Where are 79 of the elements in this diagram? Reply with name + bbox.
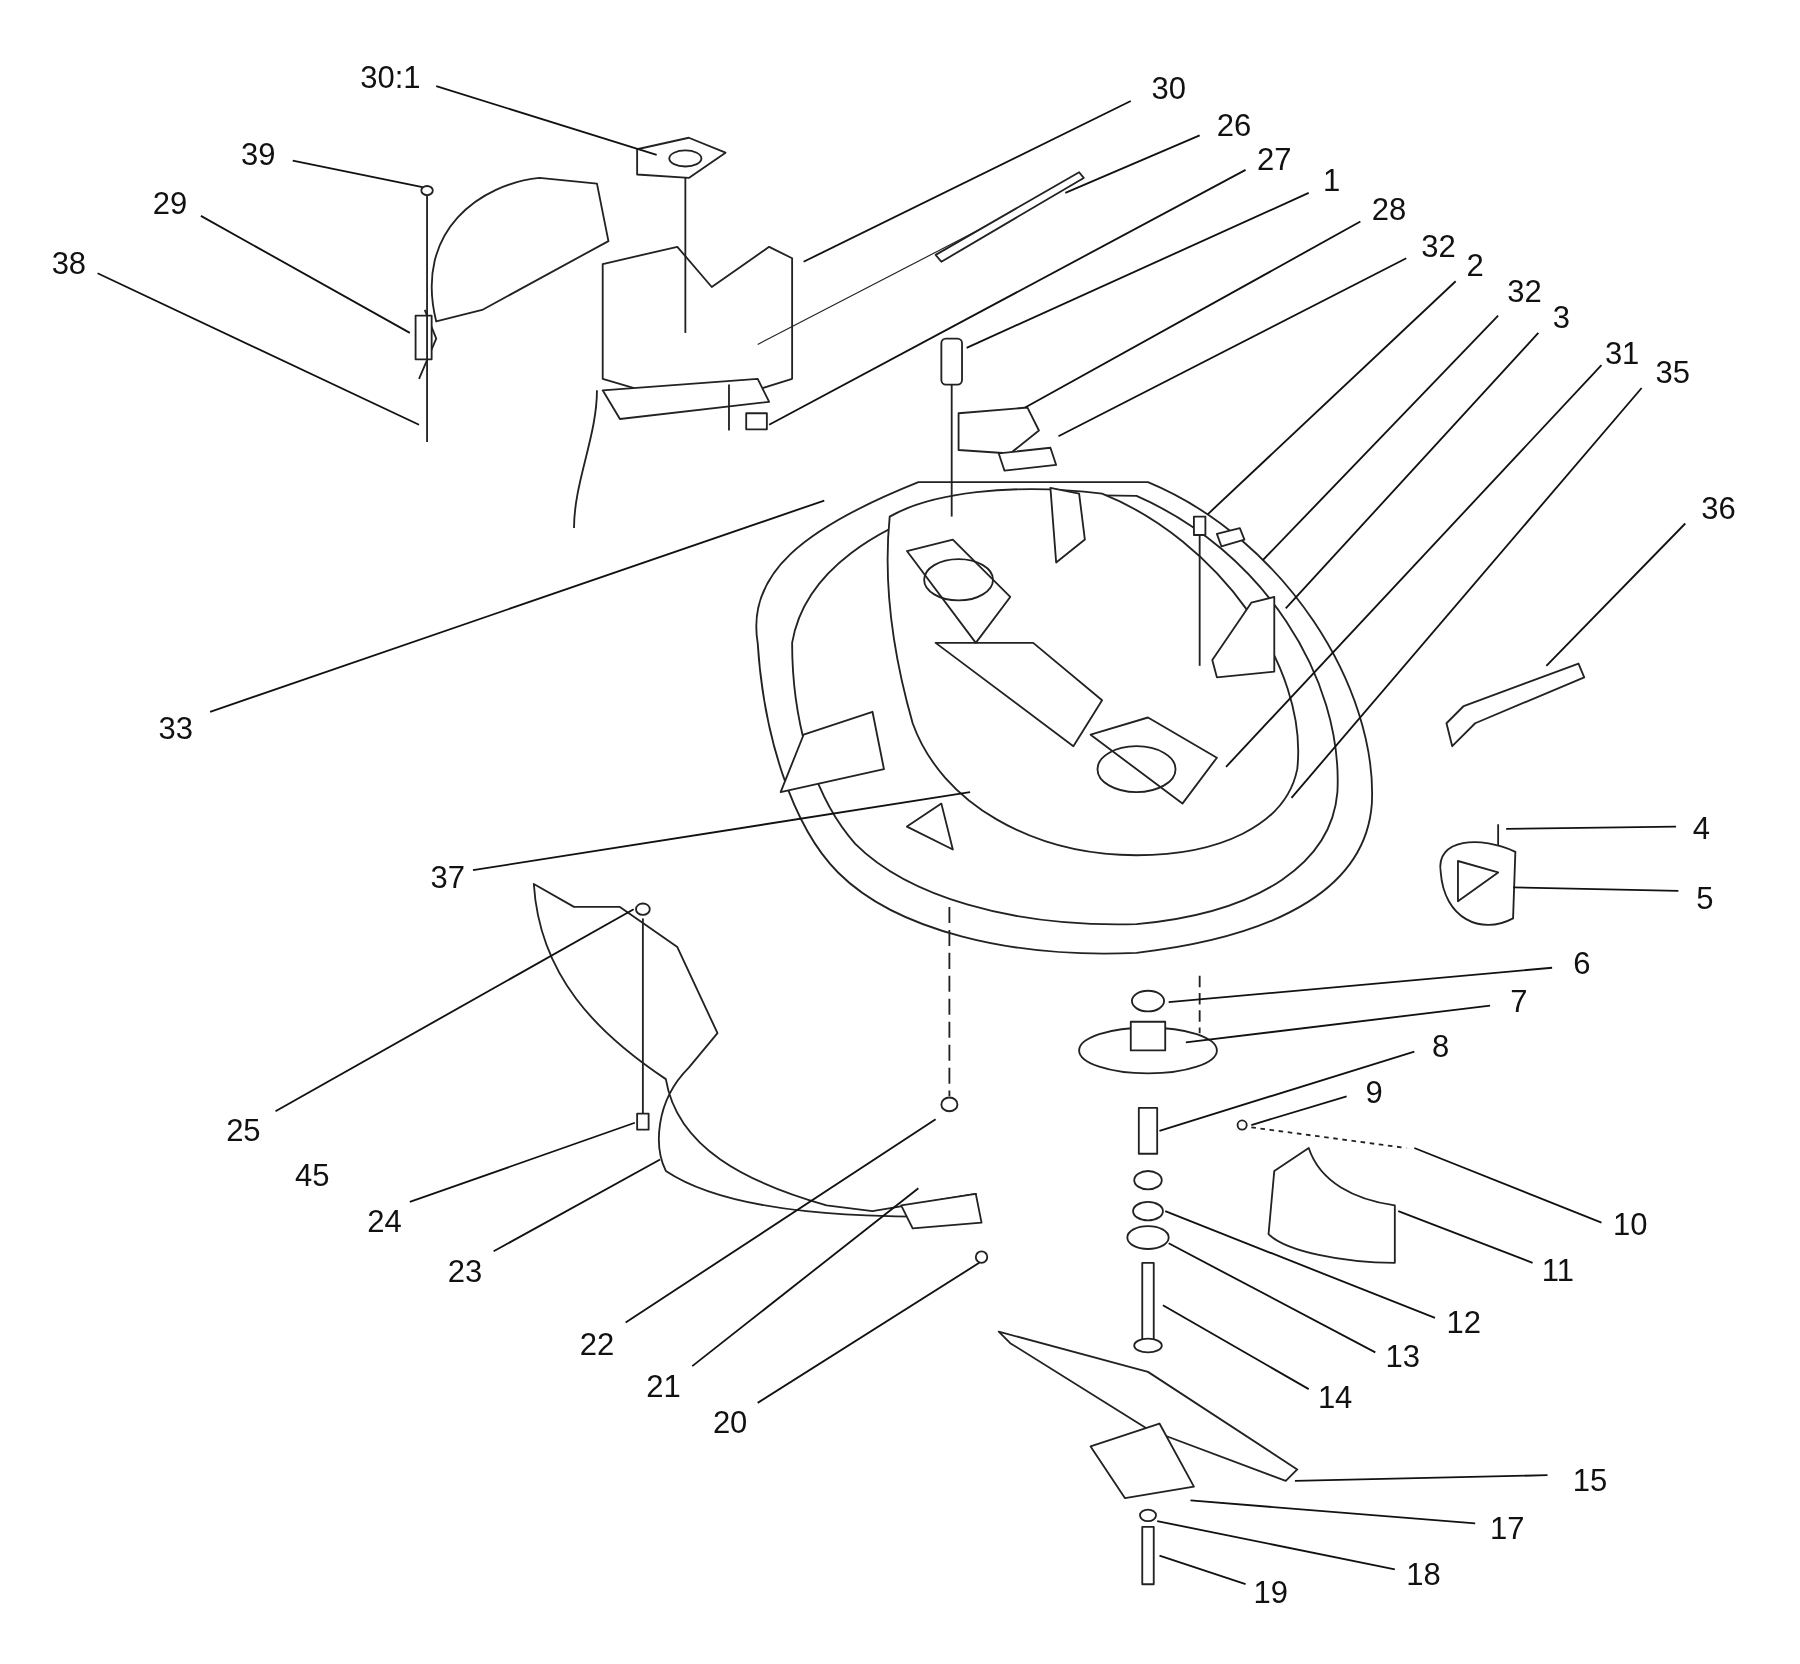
callout-number: 2 [1466,250,1484,282]
callout-number: 3 [1552,302,1570,334]
leader-line [1164,1210,1436,1319]
leader-line [1024,220,1362,409]
callout-number: 12 [1446,1308,1481,1340]
leader-line [1206,280,1457,516]
callout-number: 11 [1541,1255,1574,1287]
leader-line [756,1261,981,1404]
leader-line [472,791,971,872]
leader-line [435,85,658,156]
callout-number: 7 [1510,986,1528,1018]
callout-number: 15 [1572,1465,1608,1497]
callout-number: 31 [1604,339,1640,371]
callout-number: 28 [1371,194,1407,226]
callout-number: 20 [712,1408,748,1439]
callout-number: 8 [1432,1031,1450,1063]
leader-line [492,1158,661,1253]
leader-line [1225,364,1603,768]
callout-number: 38 [51,248,87,280]
leader-line [802,100,1132,263]
leader-line [1250,1095,1348,1126]
leader-line [768,169,1247,426]
callout-number: 23 [447,1256,483,1288]
callout-number: 9 [1365,1077,1383,1109]
callout-number: 13 [1385,1341,1421,1373]
leader-line [1294,1474,1549,1482]
leader-line [200,214,411,334]
leader-line [1158,1050,1416,1132]
leader-line [1184,1004,1491,1044]
callout-number: 1 [1323,165,1341,197]
leader-line [1057,257,1408,438]
leader-line [1413,1147,1603,1224]
callout-number: 25 [226,1115,261,1147]
callout-number: 14 [1317,1382,1353,1414]
leader-line [1162,1304,1310,1390]
callout-number: 18 [1406,1559,1441,1591]
callout-number: 26 [1216,110,1252,142]
leader-line [291,159,424,189]
callout-number: 22 [579,1329,615,1361]
callout-number: 37 [430,862,465,894]
leader-line [1284,332,1540,610]
callout-number: 19 [1253,1577,1289,1609]
callout-number: 30 [1151,74,1186,106]
leader-line [274,908,635,1113]
leader-line [1512,886,1680,892]
leader-line [691,1187,920,1368]
callout-number: 35 [1655,357,1690,389]
callout-number: 4 [1692,813,1710,845]
callout-number: 45 [295,1161,330,1193]
leader-line [209,499,826,713]
leader-line [1156,1520,1396,1571]
callout-number: 10 [1612,1209,1648,1241]
callout-number: 36 [1701,494,1736,526]
callout-number: 32 [1507,277,1542,309]
callout-number: 24 [367,1207,402,1239]
leader-line [1167,1242,1377,1354]
callout-number: 21 [646,1371,681,1403]
leader-line [1290,387,1643,799]
callout-number: 32 [1421,231,1456,263]
leader-line [965,191,1310,349]
callout-number: 5 [1696,883,1714,915]
callout-number: 29 [152,188,188,220]
callout-number: 39 [241,139,276,171]
callout-number: 30:1 [360,62,421,94]
callout-number: 6 [1573,948,1591,980]
leader-line [1545,522,1687,667]
leader-line [1167,966,1553,1004]
callout-number: 17 [1490,1513,1525,1545]
leader-line [1158,1554,1247,1586]
leader-line [1397,1210,1534,1264]
leader-line [96,272,420,426]
callout-number: 27 [1257,145,1292,177]
callout-number: 33 [158,713,193,745]
leader-line [1064,134,1201,194]
leader-line [1505,825,1677,830]
leader-line [1261,314,1500,562]
leader-line [1189,1499,1477,1525]
leader-line [408,1121,636,1203]
leader-line [624,1118,937,1324]
